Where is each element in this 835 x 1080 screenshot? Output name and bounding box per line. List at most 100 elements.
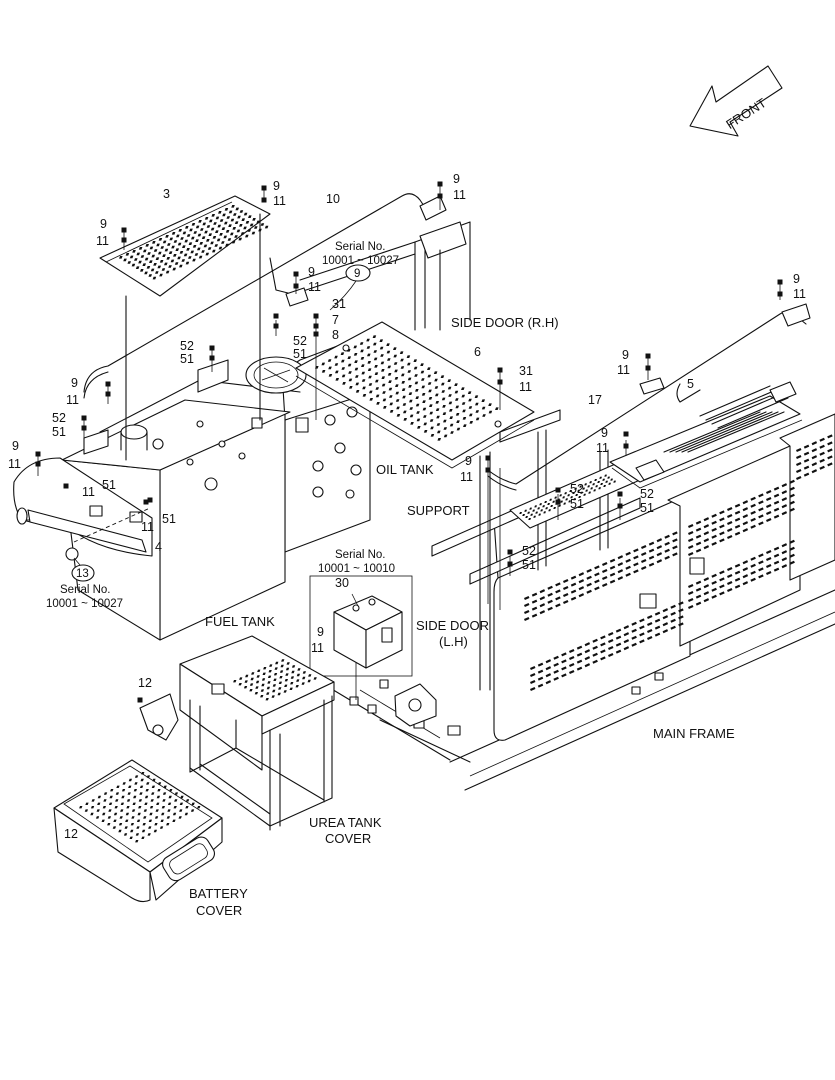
perforation-hole: [156, 795, 161, 799]
perforation-hole: [402, 395, 406, 399]
perforation-hole: [151, 254, 155, 258]
louver-slot: [670, 604, 676, 609]
perforation-hole: [224, 208, 229, 211]
louver-slot: [617, 555, 624, 560]
perforation-hole: [573, 498, 576, 501]
cover-3-plate: [99, 195, 271, 461]
louver-slot: [711, 513, 717, 518]
perforation-hole: [148, 274, 152, 277]
louver-slot: [639, 618, 645, 623]
perforation-hole: [267, 675, 272, 678]
perforation-hole: [348, 371, 352, 374]
perforation-hole: [90, 806, 95, 809]
louver-slot: [796, 468, 802, 474]
perforation-hole: [218, 211, 222, 214]
perforation-hole: [284, 679, 289, 682]
perforation-hole: [126, 806, 130, 809]
part-11-g: 11: [793, 287, 806, 301]
label-main-frame: MAIN FRAME: [653, 726, 735, 741]
perforation-hole: [149, 246, 154, 250]
louver-slot: [524, 602, 530, 608]
louver-slot: [578, 579, 585, 584]
perforation-hole: [441, 390, 445, 393]
louver-slot: [531, 606, 538, 611]
louver-slot: [592, 659, 598, 664]
perforation-hole: [239, 677, 243, 680]
perforation-hole: [141, 829, 146, 833]
perforation-hole: [163, 785, 167, 788]
perforation-hole: [133, 789, 138, 792]
perforation-hole: [130, 829, 134, 833]
perforation-hole: [136, 252, 140, 256]
louver-slot: [773, 553, 780, 558]
perforation-hole: [230, 218, 235, 222]
perforation-hole: [147, 252, 151, 255]
perforation-hole: [369, 390, 373, 394]
perforation-hole: [149, 806, 154, 809]
louver-slot: [819, 458, 825, 463]
perforation-hole: [225, 230, 230, 233]
part-11-n: 11: [519, 380, 532, 394]
louver-slot: [547, 606, 553, 611]
perforation-hole: [347, 363, 352, 367]
perforation-hole: [527, 511, 530, 514]
perforation-hole: [115, 792, 119, 795]
main-frame: [299, 589, 835, 791]
perforation-hole: [256, 220, 260, 224]
louver-slot: [688, 604, 694, 610]
part-9-a: 9: [273, 179, 280, 193]
perforation-hole: [135, 840, 139, 843]
perforation-hole: [96, 809, 100, 812]
part-11-m: 11: [141, 520, 154, 534]
louver-slot: [633, 548, 639, 553]
perforation-hole: [353, 345, 357, 349]
perforation-hole: [604, 474, 607, 477]
perforation-hole: [387, 373, 392, 376]
cover-5-plate: [609, 385, 803, 489]
perforation-hole: [164, 262, 168, 266]
perforation-hole: [188, 242, 193, 245]
perforation-hole: [142, 263, 146, 266]
perforation-hole: [151, 792, 155, 795]
louver-line: [663, 411, 761, 453]
louver-slot: [695, 580, 702, 585]
louver-slot: [734, 531, 741, 536]
perforation-hole: [263, 667, 267, 670]
louver-slot: [568, 662, 575, 668]
perforation-hole: [587, 485, 590, 488]
perforation-hole: [399, 351, 404, 354]
perforation-hole: [119, 256, 123, 259]
perforation-hole: [211, 214, 215, 217]
part-4: 4: [155, 540, 162, 554]
perforation-hole: [297, 668, 301, 671]
louver-slot: [539, 589, 546, 594]
perforation-hole: [559, 494, 562, 497]
bolt: [313, 313, 319, 319]
perforation-hole: [552, 500, 555, 503]
perforation-hole: [174, 792, 179, 795]
perforation-hole: [443, 434, 448, 438]
louver-slot: [623, 639, 630, 644]
perforation-hole: [142, 823, 146, 826]
perforation-hole: [131, 809, 136, 812]
louver-slot: [584, 656, 591, 661]
perforation-hole: [129, 836, 133, 839]
perforation-hole: [592, 483, 595, 486]
perforation-hole: [423, 415, 427, 418]
louver-slot: [781, 511, 788, 516]
bolt: [555, 499, 561, 505]
perforation-hole: [249, 223, 254, 227]
louver-slot: [796, 447, 802, 453]
perforation-hole: [125, 253, 130, 256]
perforation-hole: [148, 819, 153, 822]
perforation-hole: [406, 355, 411, 358]
perforation-hole: [448, 394, 452, 397]
louver-slot: [570, 596, 577, 601]
louver-slot: [781, 550, 788, 555]
perforation-hole: [280, 664, 284, 668]
perforation-hole: [197, 806, 201, 809]
louver-slot: [531, 613, 538, 618]
perforation-hole: [119, 816, 123, 819]
perforation-hole: [533, 515, 536, 518]
perforation-hole: [328, 374, 333, 377]
